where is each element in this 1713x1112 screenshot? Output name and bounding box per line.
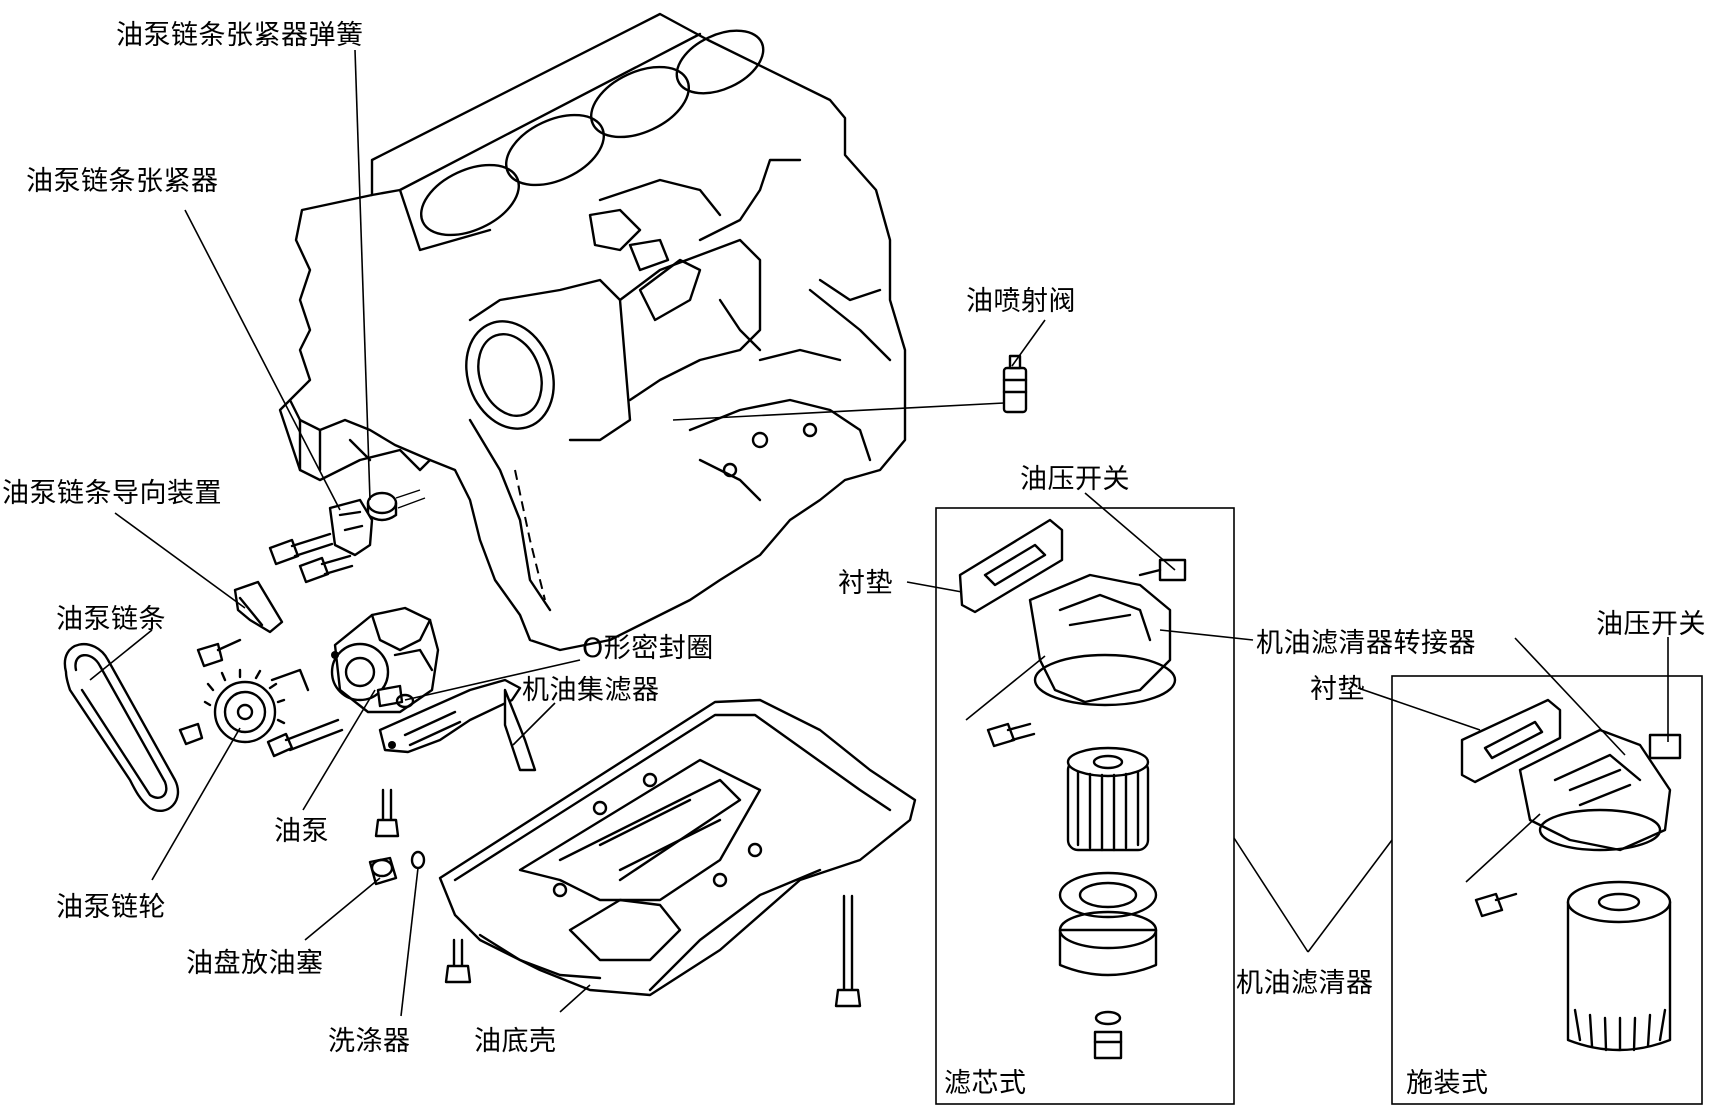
cartridge-bolt xyxy=(986,722,1036,748)
label-pump-chain: 油泵链条 xyxy=(56,604,166,635)
washer-part xyxy=(410,850,426,870)
spinon-gasket-part xyxy=(1460,698,1562,784)
cartridge-adapter-part xyxy=(1028,558,1187,707)
strainer-bolt xyxy=(374,788,400,838)
pump-sprocket-part xyxy=(178,668,344,758)
label-chain-guide: 油泵链条导向装置 xyxy=(2,478,222,509)
leader-lines xyxy=(89,49,1669,1017)
label-gasket-left: 衬垫 xyxy=(838,568,893,599)
spinon-bolt xyxy=(1474,892,1518,918)
label-pump-sprocket: 油泵链轮 xyxy=(56,892,166,923)
label-oil-pan: 油底壳 xyxy=(474,1026,557,1057)
tensioner-part xyxy=(328,498,374,557)
label-cartridge-type: 滤芯式 xyxy=(944,1068,1027,1099)
bolts-top xyxy=(268,532,354,584)
label-oil-strainer: 机油集滤器 xyxy=(522,675,660,706)
label-o-ring: O形密封圈 xyxy=(582,633,714,664)
cartridge-gasket-part xyxy=(958,518,1064,614)
cartridge-element-part xyxy=(1066,746,1150,852)
tensioner-spring-part xyxy=(366,489,426,522)
oil-pump-part xyxy=(330,606,440,714)
cartridge-type-box xyxy=(935,507,1235,1105)
label-tensioner-spring: 油泵链条张紧器弹簧 xyxy=(116,20,364,51)
label-drain-plug: 油盘放油塞 xyxy=(186,948,324,979)
spin-on-type-box xyxy=(1391,675,1703,1105)
label-spin-on-type: 施装式 xyxy=(1406,1068,1489,1099)
oil-jet-part xyxy=(1002,354,1028,414)
spinon-adapter-part xyxy=(1518,728,1682,852)
pan-bolts xyxy=(444,894,862,1008)
label-pressure-switch-left: 油压开关 xyxy=(1020,464,1130,495)
label-tensioner: 油泵链条张紧器 xyxy=(26,166,219,197)
label-oil-filter: 机油滤清器 xyxy=(1236,968,1374,999)
cartridge-drain-part xyxy=(1093,1010,1123,1060)
cartridge-cup-part xyxy=(1058,871,1158,977)
label-oil-jet: 油喷射阀 xyxy=(966,286,1076,317)
oil-pan-part xyxy=(438,698,917,997)
label-oil-pump: 油泵 xyxy=(274,816,329,847)
chain-guide-part xyxy=(196,580,284,668)
label-filter-adapter: 机油滤清器转接器 xyxy=(1256,628,1476,659)
label-gasket-right: 衬垫 xyxy=(1310,674,1365,705)
engine-block xyxy=(278,12,907,652)
o-ring-part xyxy=(395,693,415,709)
spinon-filter-part xyxy=(1566,880,1672,1052)
drain-plug-part xyxy=(368,856,398,886)
label-pressure-switch-right: 油压开关 xyxy=(1596,609,1706,640)
oil-strainer-part xyxy=(378,678,537,772)
label-washer: 洗涤器 xyxy=(328,1026,411,1057)
pump-chain-part xyxy=(63,643,180,812)
